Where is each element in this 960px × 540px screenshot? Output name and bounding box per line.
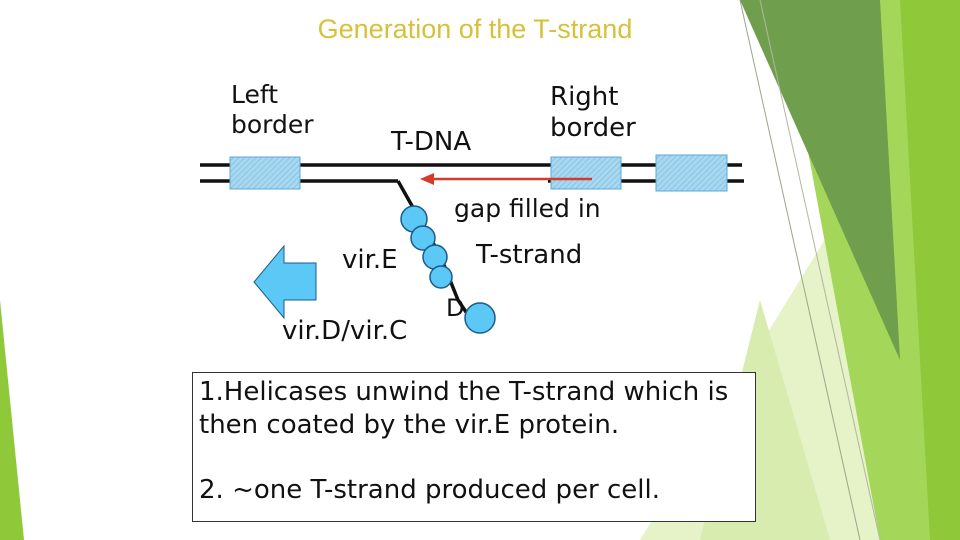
slide-title: Generation of the T-strand [317,14,633,44]
vir-e-protein-4 [429,265,453,289]
decor-line-2 [759,0,881,540]
vir-e-label: vir.E [342,245,398,275]
direction-block-arrow [253,244,317,320]
vir-e-protein-2 [410,225,436,251]
right-bright-green-band [900,0,960,540]
decor-line-1 [739,0,861,540]
t-dna-label: T-DNA [391,127,472,157]
left-border-label: Left border [231,80,314,139]
note-point-2: 2. ~one T-strand produced per cell. [199,474,661,505]
gap-filled-label: gap filled in [454,194,601,223]
left-border-box [229,156,301,190]
vir-dc-label: vir.D/vir.C [282,316,408,346]
outer-border-box [655,154,728,192]
notes-box: 1.Helicases unwind the T-strand which is… [192,372,756,522]
vir-d-protein [464,302,496,334]
gap-fill-arrowhead [420,173,434,185]
left-green-sliver [0,300,24,540]
vir-e-protein-3 [422,244,448,270]
right-border-box [550,156,622,190]
note-spacer [199,441,755,474]
right-border-label: Right border [550,82,636,144]
d-label: D [446,294,465,322]
note-point-1: 1.Helicases unwind the T-strand which is… [199,377,729,440]
t-strand-label: T-strand [476,240,583,270]
